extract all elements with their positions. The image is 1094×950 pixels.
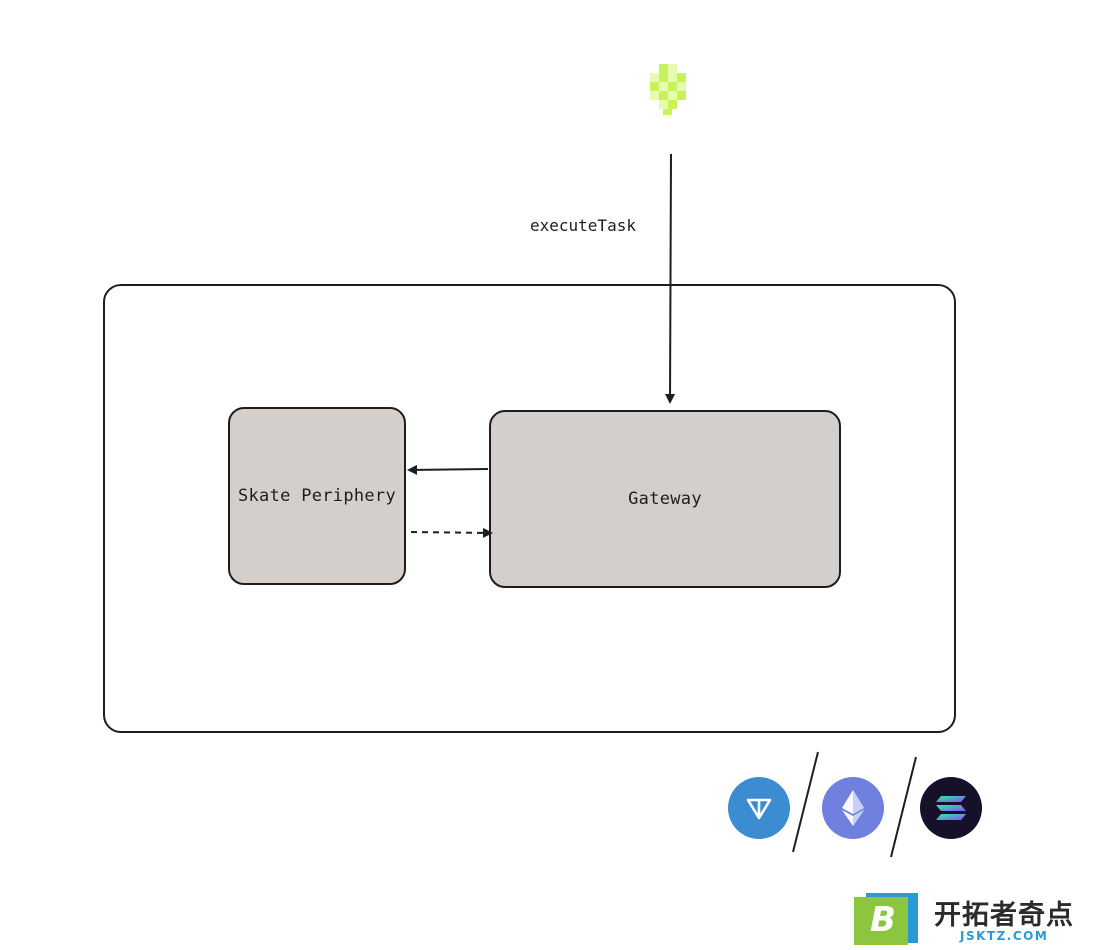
execute-task-label: executeTask <box>530 216 636 235</box>
skate-logo-icon <box>650 64 686 115</box>
gateway-node[interactable]: Gateway <box>489 410 841 588</box>
execute-task-arrow <box>665 153 676 404</box>
gateway-label: Gateway <box>628 489 702 509</box>
solana-icon <box>920 777 982 839</box>
gateway-to-periphery-arrow <box>407 464 489 475</box>
watermark: B 开拓者奇点 JSKTZ.COM <box>852 893 1088 947</box>
chain-divider-2 <box>890 756 917 858</box>
watermark-en-text: JSKTZ.COM <box>960 929 1049 943</box>
ethereum-icon <box>822 777 884 839</box>
periphery-to-gateway-dashed-arrow <box>410 527 493 538</box>
watermark-cn-text: 开拓者奇点 <box>934 900 1074 931</box>
skate-periphery-label: Skate Periphery <box>237 486 397 506</box>
jsktz-logo-icon: B <box>854 893 918 945</box>
skate-periphery-node[interactable]: Skate Periphery <box>228 407 406 585</box>
svg-text:B: B <box>870 900 896 940</box>
ton-icon <box>728 777 790 839</box>
system-container <box>103 284 956 733</box>
chain-divider-1 <box>792 751 819 853</box>
